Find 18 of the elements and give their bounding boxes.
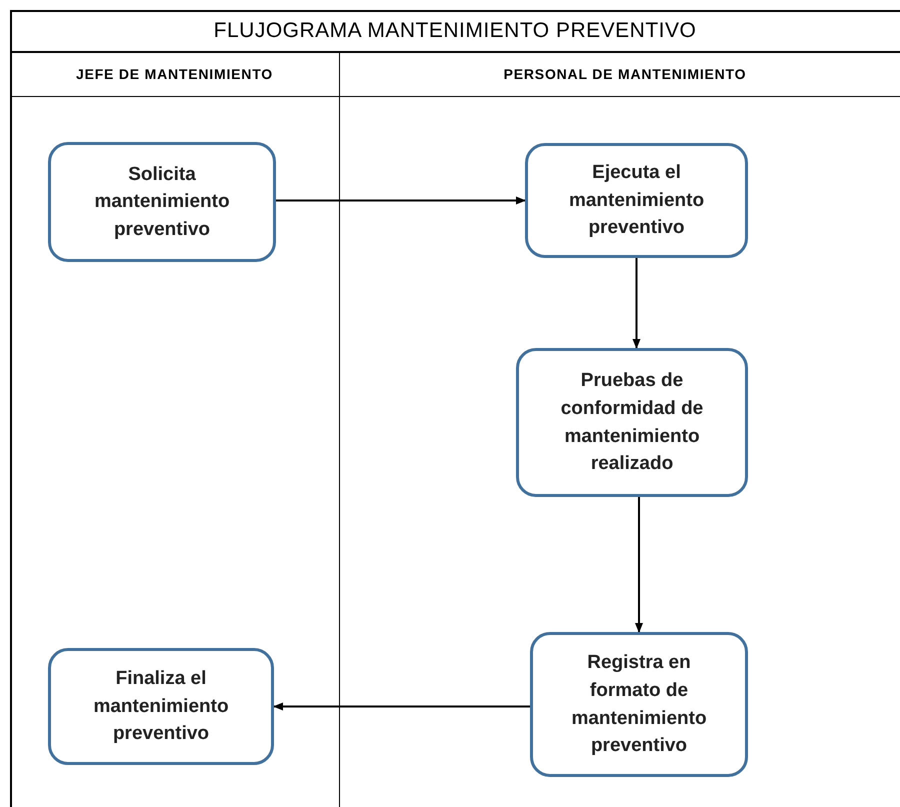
arrow	[276, 196, 526, 204]
process-box	[48, 142, 276, 262]
swimlane	[10, 52, 340, 807]
process-box	[530, 632, 748, 777]
process-text: Registra en formato de mantenimiento preventivo	[570, 651, 708, 758]
process-box	[525, 143, 748, 258]
process-text: Ejecuta el mantenimiento preventivo	[568, 161, 706, 240]
process-text: Finaliza el mantenimiento preventivo	[92, 667, 230, 746]
process-text: Pruebas de conformidad de mantenimiento realizado	[560, 369, 704, 476]
lane-title: JEFE DE MANTENIMIENTO	[76, 66, 273, 82]
diagram-title: FLUJOGRAMA MANTENIMIENTO PREVENTIVO	[214, 19, 696, 43]
process-box	[48, 648, 274, 765]
arrow	[632, 258, 640, 349]
process-text: Solicita mantenimiento preventivo	[93, 162, 231, 242]
arrow	[635, 497, 643, 633]
arrow	[273, 702, 530, 710]
process-box	[516, 348, 748, 497]
lane-title: PERSONAL DE MANTENIMIENTO	[504, 66, 746, 82]
